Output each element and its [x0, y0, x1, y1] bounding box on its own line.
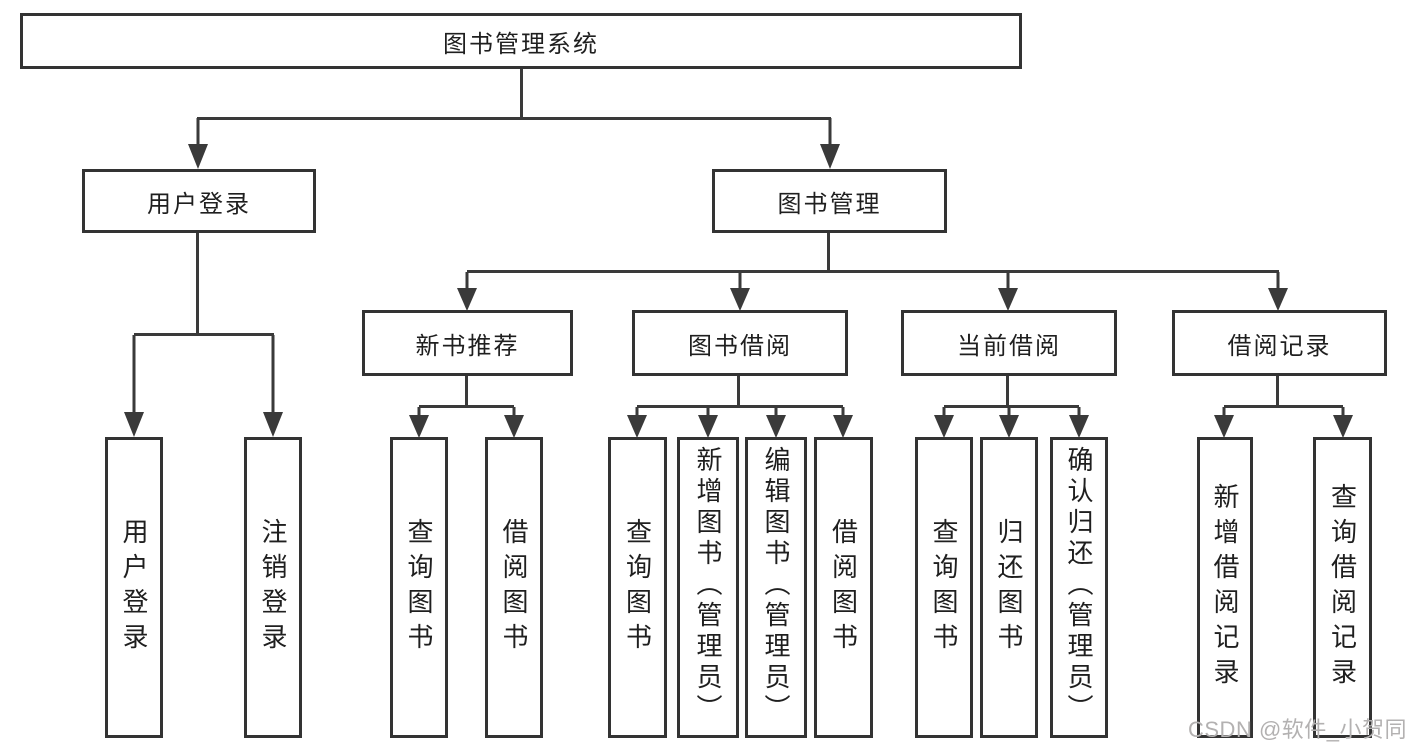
arrowhead-down-icon: [1268, 288, 1288, 311]
node-book-borrow: 图书借阅: [632, 310, 848, 376]
arrowhead-down-icon: [504, 415, 524, 438]
leaf-borrow-book: 借阅图书: [814, 437, 873, 738]
leaf-query-book-recommend: 查询图书: [390, 437, 448, 738]
leaf-label: 新增图书（管理员）: [693, 446, 723, 725]
arrowhead-down-icon: [1333, 415, 1353, 438]
leaf-label: 查询借阅记录: [1327, 482, 1358, 693]
arrowhead-down-icon: [766, 415, 786, 438]
leaf-return-book: 归还图书: [980, 437, 1038, 738]
arrowhead-down-icon: [1069, 415, 1089, 438]
arrowhead-down-icon: [998, 288, 1018, 311]
leaf-label: 查询图书: [929, 517, 959, 658]
node-book-management: 图书管理: [712, 169, 947, 233]
leaf-label: 用户登录: [119, 517, 149, 658]
arrowhead-down-icon: [409, 415, 429, 438]
leaf-label: 借阅图书: [828, 517, 859, 658]
node-label: 图书借阅: [688, 332, 792, 360]
csdn-watermark: CSDN @软件_小贺同学: [1188, 717, 1405, 742]
arrowhead-down-icon: [820, 144, 840, 169]
leaf-add-borrow-record: 新增借阅记录: [1197, 437, 1253, 738]
arrowhead-down-icon: [999, 415, 1019, 438]
leaf-label: 编辑图书（管理员）: [761, 446, 791, 725]
node-label: 用户登录: [147, 190, 251, 218]
leaf-label: 确认归还（管理员）: [1064, 446, 1094, 725]
node-new-book-recommend: 新书推荐: [362, 310, 573, 376]
arrowheads: [124, 144, 1353, 438]
node-current-borrow: 当前借阅: [901, 310, 1117, 376]
leaf-label: 归还图书: [994, 517, 1024, 658]
node-borrow-records: 借阅记录: [1172, 310, 1387, 376]
node-label: 新书推荐: [415, 332, 520, 360]
leaf-query-book-borrow: 查询图书: [608, 437, 667, 738]
node-library-management-system: 图书管理系统: [20, 13, 1022, 69]
leaf-label: 查询图书: [404, 517, 434, 658]
leaf-label: 查询图书: [622, 517, 653, 658]
leaf-label: 注销登录: [258, 517, 288, 658]
leaf-user-login: 用户登录: [105, 437, 163, 738]
node-label: 图书管理: [777, 190, 882, 218]
leaf-query-borrow-record: 查询借阅记录: [1313, 437, 1372, 738]
arrowhead-down-icon: [698, 415, 718, 438]
arrowhead-down-icon: [1214, 415, 1234, 438]
arrowhead-down-icon: [730, 288, 750, 311]
arrowhead-down-icon: [263, 412, 283, 437]
leaf-logout-login: 注销登录: [244, 437, 302, 738]
leaf-confirm-return-admin: 确认归还（管理员）: [1050, 437, 1108, 738]
node-label: 当前借阅: [957, 332, 1061, 360]
leaf-add-book-admin: 新增图书（管理员）: [677, 437, 739, 738]
arrowhead-down-icon: [457, 288, 477, 311]
leaf-label: 借阅图书: [499, 517, 529, 658]
node-user-login: 用户登录: [82, 169, 316, 233]
arrowhead-down-icon: [934, 415, 954, 438]
node-label: 借阅记录: [1227, 332, 1332, 360]
arrowhead-down-icon: [188, 144, 208, 169]
arrowhead-down-icon: [833, 415, 853, 438]
leaf-borrow-book-recommend: 借阅图书: [485, 437, 543, 738]
node-label: 图书管理系统: [443, 30, 599, 58]
arrowhead-down-icon: [627, 415, 647, 438]
arrowhead-down-icon: [124, 412, 144, 437]
leaf-query-book-current: 查询图书: [915, 437, 973, 738]
leaf-label: 新增借阅记录: [1210, 482, 1240, 693]
leaf-edit-book-admin: 编辑图书（管理员）: [745, 437, 807, 738]
